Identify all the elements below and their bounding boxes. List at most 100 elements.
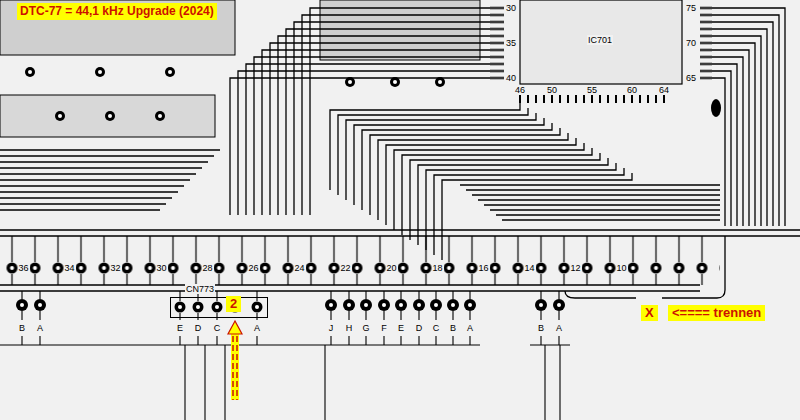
node-text: 2 — [230, 296, 237, 311]
solder-pad — [105, 111, 115, 121]
pin-number: 60 — [626, 85, 638, 95]
pad-hole — [158, 114, 162, 118]
solder-pad — [25, 67, 35, 77]
marker-arrow — [228, 321, 242, 400]
trace — [712, 43, 755, 226]
trace — [262, 50, 490, 215]
pad-number: 10 — [615, 263, 627, 273]
marker-arrow — [232, 336, 234, 400]
trace — [712, 8, 785, 226]
pin-name: A — [253, 323, 261, 333]
pad-hole — [98, 70, 102, 74]
pad-number: 12 — [569, 263, 581, 273]
pad-hole — [557, 303, 561, 307]
trace — [362, 123, 552, 210]
pin-name: G — [361, 323, 370, 333]
trace — [712, 36, 761, 226]
solder-pad — [360, 299, 372, 311]
trace — [712, 22, 773, 226]
trace — [410, 153, 600, 240]
pad-number: 16 — [477, 263, 489, 273]
connector-label: CN773 — [185, 284, 215, 294]
solder-pad — [34, 299, 46, 311]
solder-pad — [535, 299, 547, 311]
note-box: <==== trennen — [668, 305, 765, 321]
pin-name: A — [36, 323, 44, 333]
wire — [22, 291, 559, 301]
pin-number: 65 — [685, 73, 697, 83]
trace — [354, 118, 544, 205]
trace — [254, 57, 490, 215]
pad-number: 36 — [17, 263, 29, 273]
node-text: X — [645, 305, 654, 320]
trace — [394, 143, 584, 230]
trace — [0, 285, 700, 291]
title-banner: DTC-77 = 44,1 kHz Upgrade (2024) — [17, 3, 217, 20]
pad-number: 20 — [385, 263, 397, 273]
trace — [0, 230, 800, 236]
trace — [712, 78, 725, 226]
pad-hole — [20, 303, 24, 307]
pin-number: 75 — [685, 3, 697, 13]
trace — [346, 113, 536, 200]
wire — [185, 345, 560, 420]
pin-name: C — [432, 323, 441, 333]
solder-pad — [435, 77, 445, 87]
trace — [370, 128, 560, 215]
solder-pad — [16, 67, 565, 313]
trace — [712, 29, 767, 226]
pin-number: 35 — [505, 38, 517, 48]
solder-pad — [252, 302, 263, 313]
trace — [712, 15, 779, 226]
ic-body — [711, 99, 721, 117]
solder-pad — [165, 67, 175, 77]
trace — [460, 185, 720, 220]
pad-number: 22 — [339, 263, 351, 273]
solder-pad — [193, 302, 204, 313]
pin-number: 70 — [685, 38, 697, 48]
pin-name: F — [380, 323, 388, 333]
pad-hole — [178, 305, 182, 309]
solder-pad — [55, 111, 65, 121]
solder-pad — [390, 77, 400, 87]
pad-number: 32 — [109, 263, 121, 273]
pin-number: 40 — [505, 73, 517, 83]
wire — [22, 336, 559, 345]
ground-plane — [0, 0, 480, 137]
marker-arrow — [231, 333, 239, 400]
trace — [310, 8, 490, 215]
solder-pad — [378, 299, 390, 311]
pin-name: B — [537, 323, 545, 333]
pad-hole — [382, 303, 386, 307]
solder-pad — [212, 302, 223, 313]
trace — [230, 78, 490, 215]
trace — [338, 108, 528, 195]
pin-name: E — [397, 323, 405, 333]
cut-mark: X — [641, 305, 658, 321]
ic-body — [490, 5, 504, 82]
pad-hole — [348, 80, 352, 84]
callout-number: 2 — [226, 296, 241, 312]
pad-number: 18 — [431, 263, 443, 273]
pad-hole — [539, 303, 543, 307]
marker-arrow — [236, 336, 238, 400]
pad-number: 34 — [63, 263, 75, 273]
pad-hole — [399, 303, 403, 307]
pad-hole — [438, 80, 442, 84]
trace — [565, 291, 636, 298]
pad-hole — [329, 303, 333, 307]
trace — [330, 103, 520, 190]
pad-hole — [58, 114, 62, 118]
pad-hole — [393, 80, 397, 84]
ic-body — [520, 0, 682, 84]
pad-hole — [215, 305, 219, 309]
trace — [712, 64, 737, 226]
solder-pad — [430, 299, 442, 311]
pin-name: A — [555, 323, 563, 333]
pin-name: B — [18, 323, 26, 333]
pin-name: B — [449, 323, 457, 333]
trace — [712, 71, 731, 226]
pad-hole — [28, 70, 32, 74]
solder-pad — [395, 299, 407, 311]
